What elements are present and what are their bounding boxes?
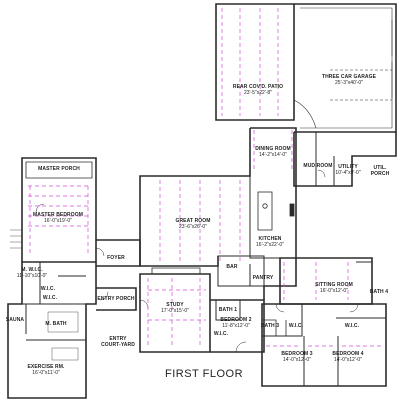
- room-label-master-porch: MASTER PORCH: [38, 166, 80, 172]
- room-label-wic-small: W.I.C.: [40, 286, 56, 292]
- room-label-util-porch: UTIL.PORCH: [370, 165, 390, 177]
- room-label-bath-4: BATH 4: [369, 289, 389, 295]
- room-label-wic-m: W.I.C.: [42, 295, 58, 301]
- walls: [7, 3, 397, 399]
- room-label-wic-b3: W.I.C.: [288, 323, 304, 329]
- garage-doors: [293, 20, 393, 129]
- door-swings: [35, 169, 359, 353]
- room-label-bath-3: BATH 3: [260, 323, 280, 329]
- room-label-bath-1: BATH 1: [218, 307, 238, 313]
- room-label-foyer: FOYER: [107, 255, 125, 261]
- room-label-mud: MUD ROOM: [303, 163, 333, 169]
- ceiling-guides: [28, 8, 384, 348]
- plan-title: FIRST FLOOR: [165, 368, 244, 380]
- room-label-bar: BAR: [226, 264, 238, 270]
- room-label-wic-bed2: W.I.C.: [213, 331, 229, 337]
- room-label-entry-porch: ENTRY PORCH: [97, 296, 135, 302]
- room-label-wic-b4: W.I.C.: [344, 323, 360, 329]
- room-label-m-bath: M. BATH: [45, 321, 67, 327]
- room-label-exercise: EXERCISE RM.16'-0"x11'-0": [27, 364, 65, 376]
- exterior-deck: [10, 229, 79, 361]
- room-label-pantry: PANTRY: [252, 275, 274, 281]
- room-label-sauna: SAUNA: [5, 317, 25, 323]
- room-label-m-wic: M. W.I.C.11'-10"x10'-0": [16, 267, 48, 279]
- kitchen-island: [257, 191, 295, 231]
